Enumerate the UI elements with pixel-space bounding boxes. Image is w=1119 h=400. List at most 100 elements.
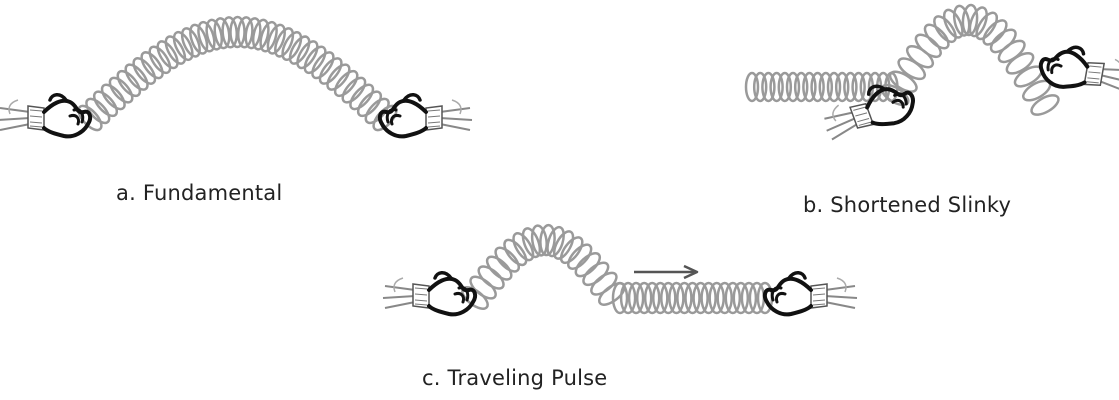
coil-loop (364, 97, 390, 125)
slinky-coil (744, 3, 1060, 116)
caption-traveling-pulse: c. Traveling Pulse (422, 366, 608, 390)
coil-loop (140, 51, 164, 80)
coil-loop (552, 230, 575, 260)
coil-loop (574, 252, 602, 278)
caption-shortened-slinky: b. Shortened Slinky (803, 193, 1012, 217)
hand-icon (762, 270, 859, 317)
coil-loop (180, 27, 201, 58)
coil-loop (761, 71, 776, 103)
coil-loop (333, 69, 359, 98)
coil-loop (318, 57, 343, 85)
coil-loop (888, 70, 918, 93)
coil-loop (740, 281, 758, 315)
coil-loop (952, 4, 971, 37)
coil-loop (172, 30, 194, 62)
coil-loop (349, 83, 375, 111)
coil-loop (652, 281, 669, 315)
caption-fundamental: a. Fundamental (116, 181, 283, 205)
coil-loop (213, 17, 231, 50)
coil-loop (559, 236, 584, 265)
coil-loop (1030, 94, 1060, 116)
coil-loop (627, 281, 645, 315)
coil-loop (975, 11, 999, 41)
coil-loop (288, 35, 311, 65)
coil-loop (156, 40, 179, 70)
coil-loop (769, 71, 784, 103)
coil-loop (684, 281, 701, 315)
coil-loop (793, 71, 809, 103)
coil-loop (700, 281, 717, 315)
coil-loop (923, 23, 950, 50)
coil-loop (546, 225, 565, 258)
coil-loop (108, 76, 134, 104)
panel-shortened-slinky (744, 3, 1119, 149)
coil-loop (611, 281, 629, 315)
coil-loop (494, 246, 521, 273)
coil-loop (148, 45, 172, 75)
coil-loop (274, 27, 295, 58)
coil-loop (668, 281, 685, 315)
coil-loop (296, 40, 319, 70)
coil-loop (744, 71, 760, 103)
coil-loop (326, 63, 351, 91)
coil-loop (512, 232, 535, 262)
coil-loop (311, 51, 335, 80)
coil-loop (676, 281, 693, 315)
coil-loop (116, 69, 142, 98)
coil-loop (818, 71, 834, 103)
coil-loop (961, 3, 979, 37)
coil-loop (236, 16, 254, 49)
slinky-coil (461, 223, 774, 315)
coil-loop (539, 223, 556, 257)
coil-loop (1005, 51, 1035, 75)
coil-loop (521, 227, 542, 259)
slinky-coil (77, 15, 398, 132)
coil-loop (503, 238, 528, 267)
coil-loop (189, 23, 209, 55)
direction-arrow-icon (634, 264, 699, 280)
coil-loop (567, 243, 593, 270)
coil-loop (933, 15, 957, 44)
coil-loop (851, 71, 866, 103)
panel-traveling-pulse (381, 223, 859, 317)
coil-loop (221, 16, 239, 49)
hand-icon (377, 92, 474, 139)
coil-loop (124, 63, 149, 91)
coil-loop (205, 18, 224, 51)
coil-loop (968, 6, 988, 38)
coil-loop (777, 71, 793, 103)
coil-loop (244, 17, 262, 50)
coil-loop (92, 90, 119, 118)
coil-loop (643, 281, 661, 315)
coil-loop (619, 281, 637, 315)
coil-loop (732, 281, 750, 315)
coil-loop (810, 71, 825, 103)
coil-loop (843, 71, 858, 103)
hand-icon (1035, 39, 1119, 101)
coil-loop (303, 45, 327, 75)
coil-loop (716, 281, 733, 315)
coil-loop (197, 20, 216, 53)
coil-loop (132, 57, 157, 85)
hand-icon (0, 92, 93, 139)
coil-loop (635, 281, 653, 315)
coil-loop (914, 33, 942, 59)
coil-loop (281, 30, 303, 62)
coil-loop (477, 265, 505, 290)
coil-loop (266, 23, 286, 55)
coil-loop (164, 35, 187, 65)
coil-loop (982, 19, 1008, 46)
coil-loop (708, 281, 725, 315)
coil-loop (692, 281, 709, 315)
coil-loop (356, 90, 383, 118)
coil-loop (660, 281, 677, 315)
panel-fundamental (0, 15, 474, 139)
coil-loop (77, 104, 103, 132)
coil-loop (259, 20, 278, 53)
coil-loop (530, 224, 548, 257)
coil-loop (942, 8, 964, 39)
coil-loop (785, 71, 801, 103)
coil-loop (724, 281, 742, 315)
coil-loop (826, 71, 842, 103)
